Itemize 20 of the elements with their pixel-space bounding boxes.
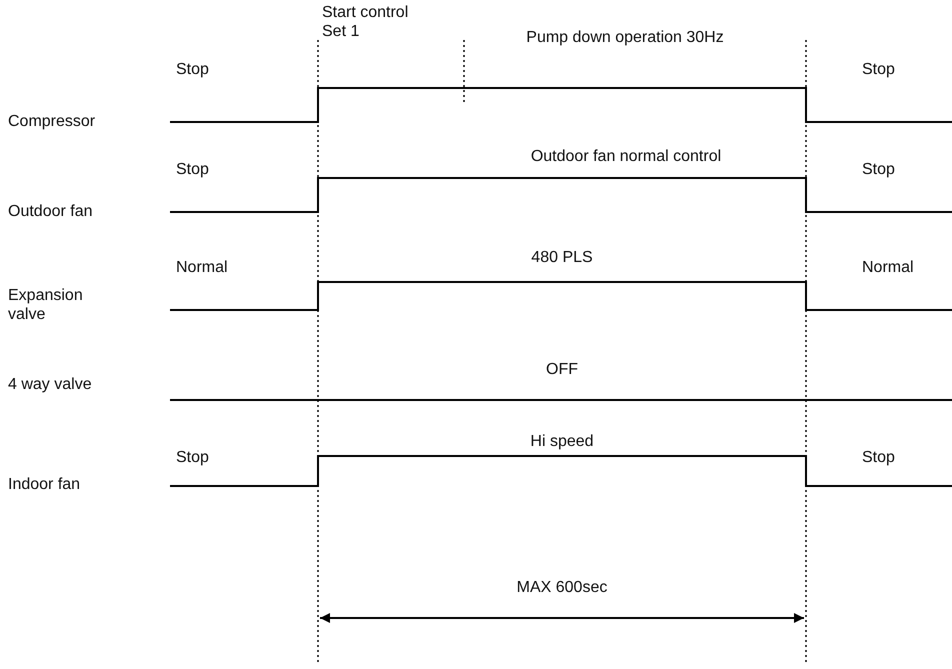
- state-label: Stop: [176, 160, 209, 179]
- state-label: Stop: [862, 60, 895, 79]
- state-label: Stop: [176, 448, 209, 467]
- signal-name: Compressor: [8, 112, 96, 131]
- state-label: 480 PLS: [531, 248, 593, 267]
- state-label: Normal: [176, 258, 228, 277]
- state-label: Hi speed: [530, 432, 594, 451]
- phase-label: Pump down operation 30Hz: [526, 28, 724, 47]
- state-label: Stop: [862, 160, 895, 179]
- state-label: Stop: [862, 448, 895, 467]
- signal-name: 4 way valve: [8, 375, 92, 394]
- state-label: Normal: [862, 258, 914, 277]
- signal-name: Indoor fan: [8, 475, 80, 494]
- signal-name: Expansion valve: [8, 286, 84, 324]
- state-label: Outdoor fan normal control: [530, 147, 722, 166]
- dimension-label: MAX 600sec: [516, 578, 608, 597]
- state-label: OFF: [546, 360, 578, 379]
- signal-name: Outdoor fan: [8, 202, 92, 221]
- phase-label: Start control Set 1: [322, 3, 410, 41]
- state-label: Stop: [176, 60, 209, 79]
